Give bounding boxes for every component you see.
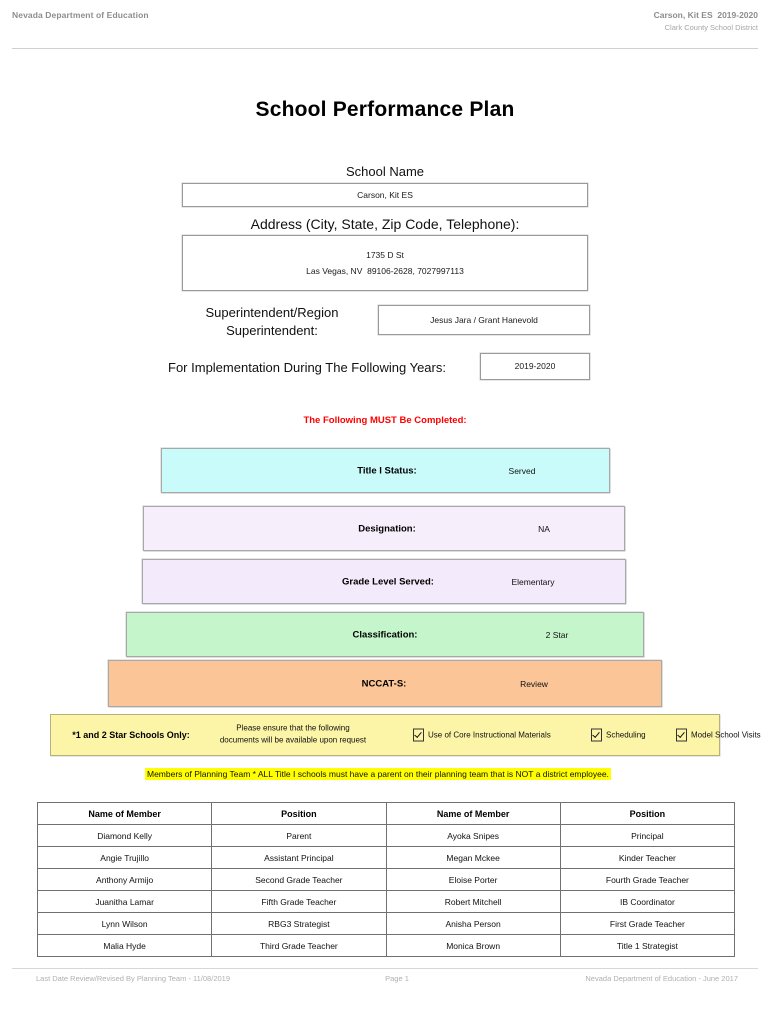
header-agency-name: Nevada Department of Education [12, 10, 149, 20]
member-name[interactable]: Robert Mitchell [385, 890, 561, 913]
page-footer: Last Date Review/Revised By Planning Tea… [12, 974, 758, 990]
checkmark-icon[interactable] [591, 728, 602, 742]
member-position[interactable]: Fifth Grade Teacher [211, 890, 387, 913]
status-bar-designation[interactable]: Designation: NA [143, 506, 625, 551]
address-line-1: 1735 D St [366, 249, 404, 260]
school-name-value: Carson, Kit ES [357, 189, 413, 200]
table-row: Juanitha Lamar Fifth Grade Teacher Rober… [36, 890, 736, 913]
header-school-info: Carson, Kit ES 2019-2020 Clark County Sc… [654, 10, 758, 32]
column-header-position-2: Position [559, 802, 736, 825]
superintendent-field[interactable]: Jesus Jara / Grant Hanevold [378, 305, 590, 335]
star-schools-note: Please ensure that the following documen… [203, 723, 383, 748]
school-name-label: School Name [345, 164, 425, 179]
address-label: Address (City, State, Zip Code, Telephon… [250, 216, 520, 232]
member-position[interactable]: Fourth Grade Teacher [559, 868, 736, 891]
checkbox-model-school-visits[interactable]: Model School Visits [676, 728, 761, 742]
member-position[interactable]: Kinder Teacher [559, 846, 736, 869]
table-row: Malia Hyde Third Grade Teacher Monica Br… [36, 934, 736, 957]
member-name[interactable]: Megan Mckee [385, 846, 561, 869]
checkbox-label-model-school-visits: Model School Visits [691, 730, 761, 740]
nccat-s-label: NCCAT-S: [361, 678, 407, 689]
member-position[interactable]: Principal [559, 824, 736, 847]
implementation-years-label: For Implementation During The Following … [168, 360, 446, 375]
table-row: Diamond Kelly Parent Ayoka Snipes Princi… [36, 824, 736, 847]
star-schools-note-line-2: documents will be available upon request [219, 736, 367, 745]
header-district: Clark County School District [664, 23, 758, 32]
member-name[interactable]: Lynn Wilson [36, 912, 213, 935]
column-header-name-1: Name of Member [36, 802, 213, 825]
column-header-position-1: Position [211, 802, 387, 825]
implementation-years-value: 2019-2020 [514, 361, 556, 372]
title-i-status-label: Title I Status: [357, 465, 417, 476]
footer-revision-date: Last Date Review/Revised By Planning Tea… [36, 974, 231, 983]
star-schools-panel: *1 and 2 Star Schools Only: Please ensur… [50, 714, 761, 756]
checkbox-core-instructional-materials[interactable]: Use of Core Instructional Materials [413, 728, 551, 742]
classification-value: 2 Star [545, 629, 569, 640]
member-position[interactable]: Second Grade Teacher [211, 868, 387, 891]
implementation-years-field[interactable]: 2019-2020 [480, 353, 590, 380]
member-name[interactable]: Juanitha Lamar [36, 890, 213, 913]
member-name[interactable]: Ayoka Snipes [385, 824, 561, 847]
header-divider [12, 48, 758, 49]
footer-source: Nevada Department of Education - June 20… [585, 974, 738, 983]
page-header: Nevada Department of Education Carson, K… [12, 10, 758, 44]
designation-label: Designation: [358, 523, 416, 534]
footer-divider [12, 968, 758, 969]
member-name[interactable]: Monica Brown [385, 934, 561, 957]
checkmark-icon[interactable] [676, 728, 687, 742]
footer-page-number: Page 1 [385, 974, 409, 983]
member-position[interactable]: IB Coordinator [559, 890, 736, 913]
status-bar-nccat-s[interactable]: NCCAT-S: Review [108, 660, 662, 707]
member-position[interactable]: First Grade Teacher [559, 912, 736, 935]
member-position[interactable]: RBG3 Strategist [211, 912, 387, 935]
address-line-2: Las Vegas, NV 89106-2628, 7027997113 [306, 266, 464, 276]
must-complete-notice: The Following MUST Be Completed: [303, 415, 467, 426]
planning-team-banner: Members of Planning Team * ALL Title I s… [145, 768, 611, 780]
checkbox-label-core-instructional-materials: Use of Core Instructional Materials [428, 730, 551, 740]
star-schools-title: *1 and 2 Star Schools Only: [72, 730, 190, 740]
member-position[interactable]: Assistant Principal [211, 846, 387, 869]
address-field[interactable]: 1735 D St Las Vegas, NV 89106-2628, 7027… [182, 235, 588, 291]
status-bar-grade-level[interactable]: Grade Level Served: Elementary [142, 559, 626, 604]
member-name[interactable]: Anisha Person [385, 912, 561, 935]
school-name-field[interactable]: Carson, Kit ES [182, 183, 588, 207]
title-i-status-value: Served [508, 465, 536, 476]
member-name[interactable]: Anthony Armijo [36, 868, 213, 891]
status-bar-title-i[interactable]: Title I Status: Served [161, 448, 610, 493]
member-position[interactable]: Third Grade Teacher [211, 934, 387, 957]
star-schools-note-line-1: Please ensure that the following [236, 723, 350, 733]
superintendent-value: Jesus Jara / Grant Hanevold [430, 314, 538, 325]
checkbox-label-scheduling: Scheduling [606, 730, 646, 740]
column-header-name-2: Name of Member [385, 802, 561, 825]
classification-label: Classification: [352, 629, 418, 640]
member-position[interactable]: Title 1 Strategist [559, 934, 736, 957]
superintendent-label: Superintendent/Region Superintendent: [205, 305, 339, 338]
member-name[interactable]: Malia Hyde [36, 934, 213, 957]
page-title: School Performance Plan [255, 98, 515, 121]
member-name[interactable]: Angie Trujillo [36, 846, 213, 869]
table-row: Lynn Wilson RBG3 Strategist Anisha Perso… [36, 912, 736, 935]
member-position[interactable]: Parent [211, 824, 387, 847]
table-row: Angie Trujillo Assistant Principal Megan… [36, 846, 736, 869]
table-row: Anthony Armijo Second Grade Teacher Eloi… [36, 868, 736, 891]
nccat-s-value: Review [520, 678, 548, 689]
checkbox-scheduling[interactable]: Scheduling [591, 728, 646, 742]
table-body: Diamond Kelly Parent Ayoka Snipes Princi… [36, 824, 736, 957]
checkmark-icon[interactable] [413, 728, 424, 742]
grade-level-label: Grade Level Served: [342, 576, 434, 587]
planning-team-table: Name of Member Position Name of Member P… [36, 802, 736, 957]
status-bar-classification[interactable]: Classification: 2 Star [126, 612, 644, 657]
table-header-row: Name of Member Position Name of Member P… [36, 802, 736, 825]
header-school-year: Carson, Kit ES 2019-2020 [653, 10, 758, 20]
member-name[interactable]: Eloise Porter [385, 868, 561, 891]
member-name[interactable]: Diamond Kelly [36, 824, 213, 847]
designation-value: NA [538, 523, 550, 534]
grade-level-value: Elementary [511, 576, 555, 587]
